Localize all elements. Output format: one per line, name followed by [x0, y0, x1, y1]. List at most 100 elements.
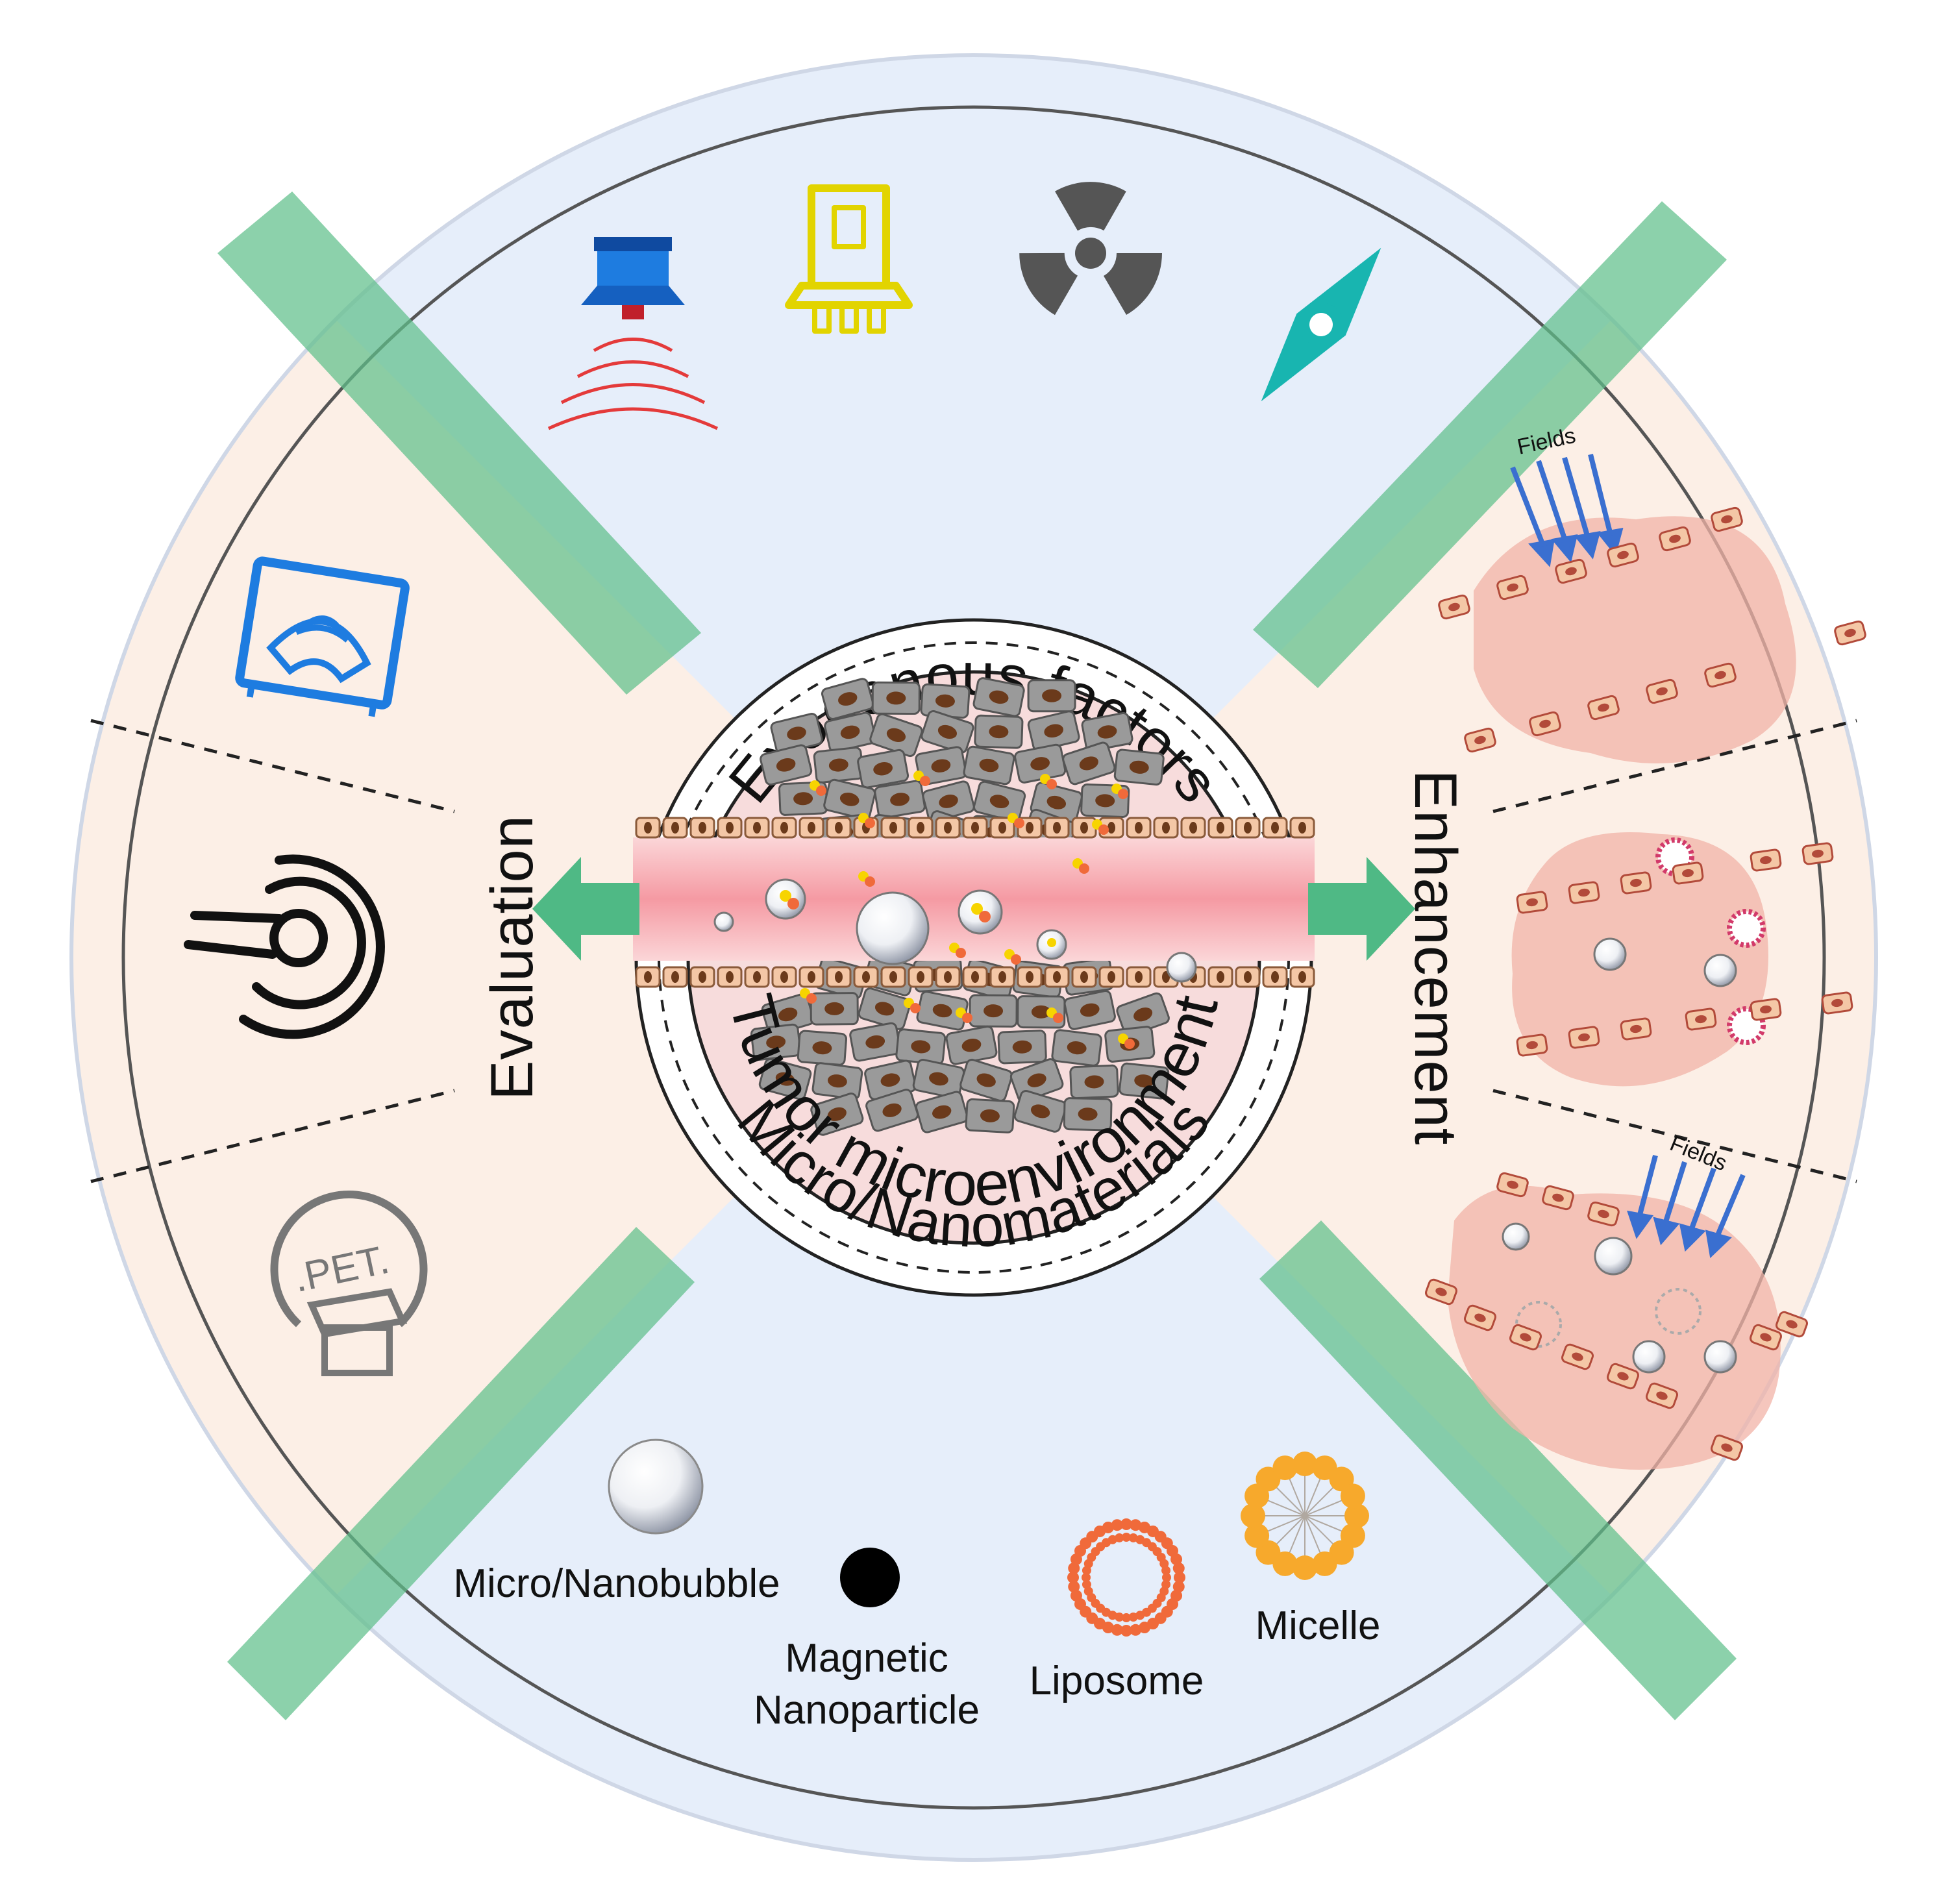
- drug-particle: [810, 780, 826, 796]
- endothelial-cell: [826, 966, 852, 988]
- panel-endothelial-cells: [1425, 506, 1866, 1461]
- micelle-tail: [1271, 1515, 1306, 1550]
- endothelial-cell: [1646, 678, 1678, 704]
- endothelial-cell: [662, 817, 688, 839]
- liposome-bead: [1130, 1519, 1142, 1531]
- tumor-cell: [770, 713, 823, 754]
- endothelial-cell: [989, 817, 1015, 839]
- drug-particle: [858, 813, 875, 828]
- drug-particle: [904, 998, 921, 1013]
- endothelial-cell: [744, 817, 770, 839]
- endothelial-cell: [798, 966, 824, 988]
- endothelial-cell: [880, 817, 906, 839]
- endothelial-cell: [689, 966, 715, 988]
- laser-icon: [785, 184, 913, 334]
- micelle-tail: [1304, 1515, 1348, 1535]
- drug-particle: [800, 988, 817, 1004]
- tumor-cell: [912, 1059, 965, 1099]
- tumor-cell: [760, 744, 813, 786]
- liposome-bead: [1115, 1533, 1124, 1542]
- micelle-tail: [1304, 1515, 1339, 1550]
- tumor-cell: [869, 713, 923, 758]
- endothelial-cell: [826, 817, 852, 839]
- endothelial-cell: [1289, 966, 1315, 988]
- tumor-cell: [810, 992, 859, 1026]
- endothelial-cell: [1516, 891, 1548, 914]
- ultrasound-transducer-icon: [547, 237, 719, 430]
- micelle-head: [1344, 1503, 1369, 1528]
- tumor-cell: [1113, 748, 1165, 786]
- endothelial-cell: [1711, 506, 1743, 532]
- label-nanoparticle: Nanoparticle: [754, 1688, 980, 1733]
- endothelial-cell: [1438, 594, 1470, 620]
- material-liposome: Liposome: [1030, 1518, 1204, 1703]
- drug-particle: [1111, 784, 1128, 799]
- diagonal-bands: [217, 192, 1737, 1720]
- endothelial-cells-top: [635, 817, 1315, 839]
- tumor-cell: [750, 1023, 802, 1061]
- tumor-cell: [1081, 712, 1133, 752]
- magnetic-nanoparticle-icon: [840, 1548, 900, 1607]
- liposome-bead: [1122, 1533, 1131, 1542]
- endothelial-cell: [1587, 695, 1620, 721]
- endothelial-cell: [1587, 1201, 1620, 1227]
- enhancement-arrow: [1308, 857, 1415, 961]
- tumor-cell: [972, 677, 1025, 717]
- endothelial-cell: [962, 966, 988, 988]
- endothelial-cell: [1685, 1008, 1717, 1031]
- tumor-cell: [997, 1030, 1047, 1065]
- liposome-bead: [1120, 1625, 1132, 1637]
- micelle-tail: [1286, 1472, 1306, 1516]
- liposome-bead: [1070, 1590, 1082, 1602]
- endothelial-cell: [1607, 1363, 1639, 1390]
- endothelial-cell: [1071, 966, 1097, 988]
- tumor-cell: [823, 778, 876, 820]
- field-arrows: [1510, 454, 1624, 567]
- tumor-cell: [821, 678, 874, 720]
- section-dividers: [90, 719, 1857, 1183]
- liposome-bead: [1139, 1622, 1151, 1634]
- endothelial-cell: [1044, 966, 1070, 988]
- endothelial-cells-bottom: [635, 966, 1315, 988]
- tumor-cell: [810, 1093, 864, 1136]
- drug-particle: [1008, 813, 1024, 828]
- liposome-bead: [1122, 1613, 1131, 1622]
- endothelial-cell: [1071, 817, 1097, 839]
- liposome-bead: [1161, 1566, 1171, 1576]
- endothelial-cell: [1646, 1382, 1678, 1409]
- endothelial-cell: [1568, 881, 1600, 904]
- liposome-bead: [1111, 1519, 1123, 1531]
- endothelial-cell: [1711, 1434, 1743, 1461]
- tumor-cell: [974, 714, 1024, 749]
- liposome-bead: [1120, 1518, 1132, 1530]
- tumor-cell: [1069, 1064, 1119, 1100]
- endothelial-cell: [771, 966, 797, 988]
- endothelial-cell: [689, 817, 715, 839]
- endothelial-cell: [1620, 1017, 1652, 1041]
- micelle-tail: [1304, 1472, 1324, 1516]
- endothelial-cell: [1126, 817, 1152, 839]
- endothelial-cell: [1262, 966, 1288, 988]
- endothelial-cell: [1153, 817, 1179, 839]
- endothelial-cell: [635, 966, 661, 988]
- tumor-cell: [1017, 995, 1066, 1029]
- drug-particle: [1004, 949, 1021, 965]
- endothelial-cell: [1496, 575, 1529, 600]
- micelle-tail: [1261, 1515, 1306, 1535]
- tumor-cell: [921, 710, 974, 754]
- material-bubble: Micro/Nanobubble: [453, 1439, 780, 1606]
- liposome-icon: [1067, 1518, 1185, 1637]
- ultrasound-imaging-icon: [235, 556, 410, 717]
- drug-particle: [949, 943, 966, 958]
- tumor-cell: [915, 1091, 969, 1133]
- endothelial-cell: [1516, 1033, 1548, 1057]
- endothelial-cell: [1620, 871, 1652, 895]
- endothelial-cell: [853, 966, 879, 988]
- tumor-cell: [915, 746, 967, 786]
- endothelial-cell: [1235, 966, 1261, 988]
- liposome-bead: [1172, 1562, 1185, 1574]
- evaluation-arrow: [532, 857, 639, 961]
- label-micro-nanobubble: Micro/Nanobubble: [453, 1561, 780, 1606]
- endothelial-cell: [771, 817, 797, 839]
- micelle-icon: [1241, 1452, 1369, 1580]
